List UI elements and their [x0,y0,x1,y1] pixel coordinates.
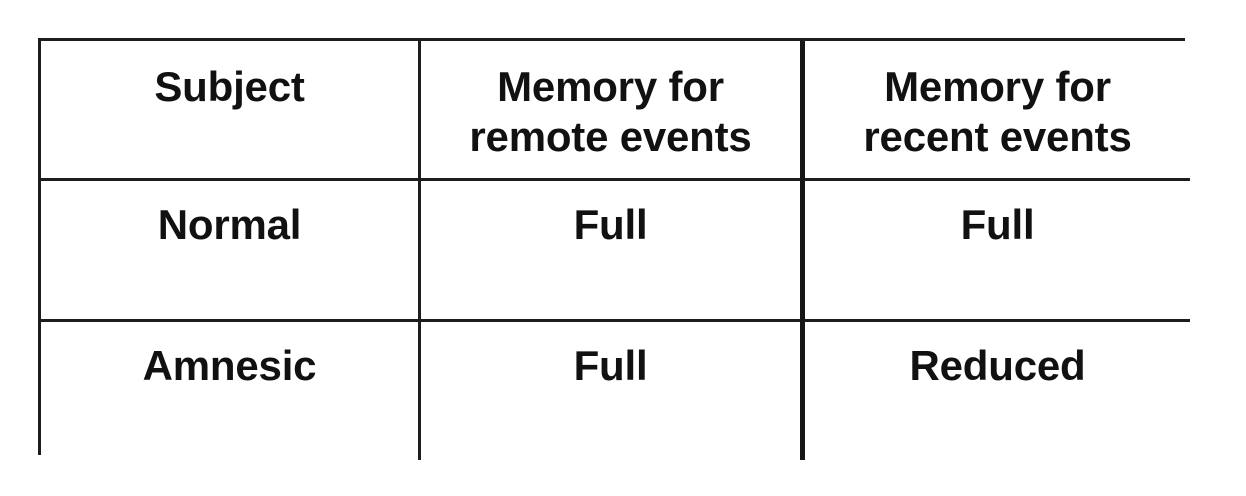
cell-remote-normal-text: Full [573,201,648,248]
column-header-remote-events-text: Memory for remote events [421,41,800,162]
cell-subject-amnesic: Amnesic [41,320,421,460]
column-header-subject: Subject [41,41,421,181]
cell-remote-amnesic: Full [419,320,805,460]
memory-comparison-table: Subject Memory for remote events Memory … [38,38,1190,460]
column-header-recent-events-text: Memory for recent events [805,41,1190,162]
cell-recent-normal: Full [802,179,1190,322]
cell-subject-normal-text: Normal [157,201,302,248]
column-header-remote-events-line-2: remote events [469,113,752,160]
cell-remote-normal: Full [419,179,805,322]
cell-remote-amnesic-text: Full [573,342,648,389]
table-row: Normal Full Full [41,179,1190,322]
cell-recent-amnesic: Reduced [802,320,1190,460]
table-body: Subject Memory for remote events Memory … [41,41,1190,460]
cell-subject-normal: Normal [41,179,421,322]
column-header-recent-events-line-2: recent events [863,113,1132,160]
column-header-remote-events-line-1: Memory for [497,63,724,110]
cell-subject-amnesic-text: Amnesic [142,342,317,389]
column-header-remote-events: Memory for remote events [419,41,805,181]
table-row: Amnesic Full Reduced [41,320,1190,460]
column-header-recent-events: Memory for recent events [802,41,1190,181]
cell-recent-amnesic-text: Reduced [909,342,1086,389]
column-header-subject-text: Subject [41,41,418,112]
cell-recent-normal-text: Full [960,201,1035,248]
column-header-recent-events-line-1: Memory for [884,63,1111,110]
table: Subject Memory for remote events Memory … [41,41,1190,460]
table-header-row: Subject Memory for remote events Memory … [41,41,1190,181]
column-header-subject-line-1: Subject [154,63,305,110]
